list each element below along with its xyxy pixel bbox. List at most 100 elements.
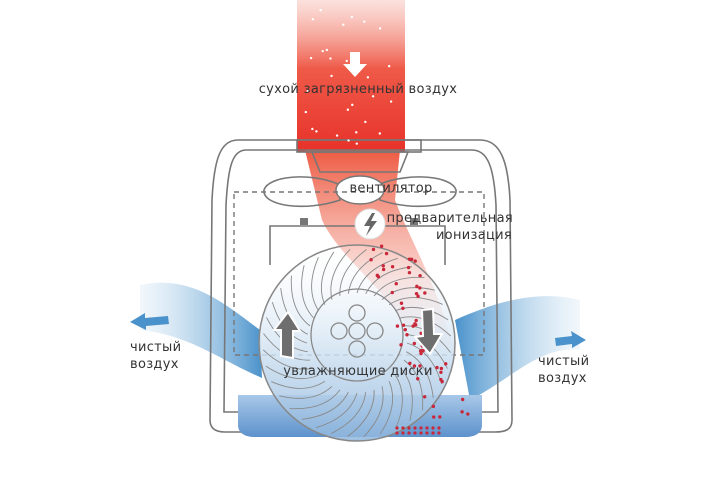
- dust-particle-light: [355, 131, 358, 134]
- dust-particle: [439, 366, 444, 371]
- dust-particle: [401, 323, 406, 327]
- dust-particle-light: [321, 49, 324, 53]
- dust-particle: [438, 415, 442, 419]
- dust-particle: [390, 265, 395, 269]
- disc-blade: [403, 359, 424, 411]
- dust-particle: [416, 377, 420, 381]
- disc-blade: [289, 389, 341, 410]
- dust-particle-light: [363, 20, 366, 23]
- dust-particle-light: [351, 103, 354, 107]
- dust-particle: [408, 361, 412, 366]
- disc-blade: [311, 257, 320, 312]
- clean-air-flow-right: [455, 296, 580, 400]
- disc-hub: [330, 304, 384, 358]
- dust-particle: [437, 431, 441, 435]
- dust-particle-light: [304, 110, 308, 114]
- dust-particle: [435, 365, 439, 370]
- dust-particle: [412, 341, 417, 346]
- disc-blade: [394, 374, 403, 429]
- dust-particle: [401, 306, 405, 311]
- disc-blade: [265, 365, 319, 380]
- dust-particle-light: [311, 18, 315, 21]
- dust-particle: [403, 328, 407, 332]
- dust-particle: [413, 259, 417, 263]
- dust-particle: [423, 291, 427, 295]
- ionization-label-line2: ионизация: [436, 228, 512, 243]
- dust-particle: [460, 397, 465, 402]
- dust-particle-light: [353, 65, 357, 69]
- dust-particle: [414, 318, 418, 323]
- dust-particle: [390, 290, 394, 295]
- dust-particle-light: [371, 95, 375, 98]
- rotation-arrow-up-icon: [271, 310, 302, 360]
- dust-particle-light: [319, 8, 322, 12]
- dust-particle: [407, 431, 411, 435]
- dust-particle: [419, 426, 423, 430]
- dust-particle: [431, 426, 435, 430]
- disc-blade: [395, 306, 449, 321]
- disc-blade: [399, 367, 413, 421]
- clean-air-right-line2: воздух: [538, 371, 587, 386]
- dust-particle-light: [387, 64, 391, 68]
- humidifying-disc: [258, 244, 456, 442]
- inflow-label: сухой загрязненный воздух: [259, 82, 458, 97]
- dust-particle: [418, 273, 422, 278]
- dust-particle: [425, 426, 429, 430]
- dust-particle: [381, 264, 385, 268]
- disc-blade: [279, 385, 333, 399]
- dust-particle: [432, 415, 436, 419]
- disc-blade: [301, 265, 315, 319]
- dust-particle: [369, 258, 373, 262]
- dust-particle: [395, 324, 400, 328]
- clean-air-flow-left: [140, 282, 262, 378]
- inflow-arrow-icon: [343, 52, 367, 77]
- dust-particle: [466, 412, 470, 416]
- disc-blade: [271, 380, 326, 389]
- dust-particle: [407, 270, 412, 275]
- clean-air-arrow-right-icon: [555, 331, 586, 348]
- clean-air-left-line2: воздух: [130, 357, 179, 372]
- disc-blade: [320, 251, 335, 305]
- dust-particle-light: [306, 89, 310, 93]
- dust-particle: [405, 333, 409, 337]
- fan-blade-right: [379, 176, 457, 208]
- dust-particle-light: [366, 76, 370, 79]
- fan-label: вентилятор: [349, 181, 432, 196]
- dust-particle: [439, 370, 443, 374]
- dust-particle: [399, 343, 403, 347]
- dust-particle: [371, 247, 376, 252]
- disc-blade: [388, 297, 443, 306]
- dust-particle: [414, 291, 419, 296]
- dust-particle-light: [329, 57, 332, 60]
- dust-particle: [419, 431, 423, 435]
- clean-air-arrow-left-icon: [130, 313, 169, 330]
- disc-blade: [315, 392, 358, 429]
- dust-particle: [381, 267, 386, 272]
- disc-blade: [347, 389, 375, 437]
- disc-blade: [290, 275, 311, 327]
- ionization-label-line1: предварительная: [387, 211, 513, 226]
- dust-particle: [422, 395, 427, 399]
- disc-blade: [406, 351, 434, 399]
- housing-inner: [223, 149, 499, 413]
- dust-particle: [384, 251, 389, 256]
- dust-particle: [413, 431, 417, 435]
- dust-particle-light: [355, 142, 358, 145]
- disc-blade: [330, 248, 351, 300]
- dust-particle-light: [364, 120, 367, 124]
- clean-air-left-line1: чистый: [130, 340, 181, 355]
- bracket-clip: [300, 218, 308, 225]
- disc-blade: [381, 287, 435, 301]
- dust-particle-light: [345, 59, 348, 63]
- dust-particle: [411, 324, 415, 328]
- dust-particle: [401, 426, 405, 430]
- fan-hub: [335, 175, 385, 205]
- dust-particle-light: [325, 48, 329, 52]
- dust-particle: [394, 282, 398, 286]
- dust-particle: [416, 294, 420, 298]
- dust-particle: [415, 284, 419, 289]
- dust-particle: [407, 426, 411, 430]
- disc-blade: [363, 386, 384, 438]
- dust-particle: [418, 286, 422, 290]
